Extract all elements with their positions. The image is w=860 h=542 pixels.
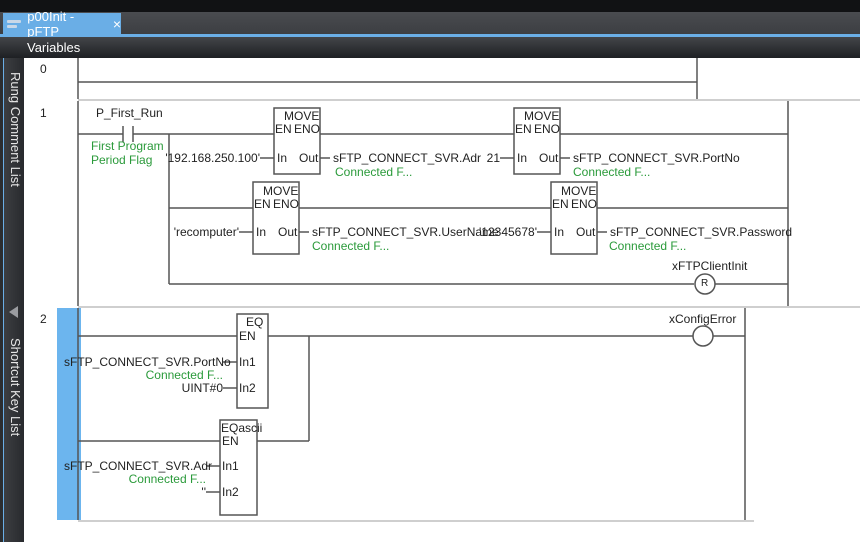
input-comment: Connected F... (128, 472, 206, 486)
block-name: MOVE (263, 184, 299, 198)
block-input[interactable]: sFTP_CONNECT_SVR.Adr (64, 459, 213, 473)
output-comment: Connected F... (573, 165, 651, 179)
output-comment: Connected F... (312, 239, 390, 253)
coil-variable[interactable]: xFTPClientInit (672, 259, 748, 273)
pin-in: In (277, 151, 288, 165)
block-name: EQascii (221, 421, 263, 435)
pin-eno: ENO (534, 122, 561, 136)
selected-rung-indicator (57, 308, 81, 520)
move-block-3 (252, 181, 300, 255)
tab-title: p00Init - pFTP (27, 9, 75, 39)
block-output[interactable]: sFTP_CONNECT_SVR.PortNo (573, 151, 740, 165)
pin-en: EN (239, 329, 256, 343)
rung-number[interactable]: 2 (40, 312, 47, 326)
coil-variable[interactable]: xConfigError (669, 312, 737, 326)
pin-in1: In1 (222, 459, 239, 473)
pin-in: In (554, 225, 565, 239)
block-name: MOVE (561, 184, 597, 198)
ladder-diagram (77, 58, 860, 522)
pin-en: EN (552, 197, 569, 211)
collapse-arrow-icon[interactable] (9, 306, 18, 318)
pin-in2: In2 (239, 381, 256, 395)
program-icon (7, 19, 22, 29)
block-input[interactable]: sFTP_CONNECT_SVR.PortNo (64, 355, 231, 369)
eqascii-block (219, 419, 258, 516)
move-block-2 (513, 107, 561, 175)
tab-accent-line (0, 34, 860, 37)
pin-in: In (517, 151, 528, 165)
input-comment: Connected F... (145, 368, 223, 382)
pin-out: Out (299, 151, 319, 165)
side-panel: Rung Comment List Shortcut Key List (3, 58, 25, 542)
pin-in: In (256, 225, 267, 239)
pin-eno: ENO (294, 122, 321, 136)
block-output[interactable]: sFTP_CONNECT_SVR.Adr (333, 151, 482, 165)
contact-variable[interactable]: P_First_Run (96, 106, 163, 120)
eq-block (236, 313, 269, 409)
pin-out: Out (576, 225, 596, 239)
pin-in1: In1 (239, 355, 256, 369)
pin-en: EN (222, 434, 239, 448)
tab-p00init[interactable]: p00Init - pFTP × (3, 9, 121, 39)
block-name: MOVE (524, 109, 560, 123)
pin-out: Out (539, 151, 559, 165)
contact-comment: First Program (91, 139, 164, 153)
move-block-4 (550, 181, 598, 255)
shortcut-key-list-tab[interactable]: Shortcut Key List (8, 338, 23, 437)
tab-strip (0, 12, 860, 34)
block-output[interactable]: sFTP_CONNECT_SVR.Password (610, 225, 793, 239)
pin-en: EN (275, 122, 292, 136)
block-name: EQ (246, 315, 264, 329)
ladder-editor-canvas[interactable]: 0 1 2 P_First_Run First Program Period F… (24, 58, 860, 542)
block-output[interactable]: sFTP_CONNECT_SVR.UserName (312, 225, 499, 239)
contact-comment: Period Flag (91, 153, 153, 167)
pin-en: EN (515, 122, 532, 136)
block-input[interactable]: '192.168.250.100' (165, 151, 260, 165)
rung-number[interactable]: 1 (40, 106, 47, 120)
variables-label: Variables (27, 40, 81, 55)
pin-out: Out (278, 225, 298, 239)
rung-number[interactable]: 0 (40, 62, 47, 76)
pin-in2: In2 (222, 485, 239, 499)
close-icon[interactable]: × (112, 16, 121, 32)
rung-comment-list-tab[interactable]: Rung Comment List (8, 72, 23, 187)
output-coil (692, 325, 714, 347)
output-comment: Connected F... (609, 239, 687, 253)
output-comment: Connected F... (335, 165, 413, 179)
block-input[interactable]: '12345678' (479, 225, 537, 239)
reset-coil-letter: R (701, 278, 709, 289)
move-block-1 (273, 107, 321, 175)
block-input[interactable]: 21 (486, 151, 500, 165)
block-input[interactable]: '' (201, 485, 206, 499)
block-name: MOVE (284, 109, 320, 123)
variables-bar[interactable]: Variables (0, 37, 860, 58)
block-input[interactable]: UINT#0 (181, 381, 223, 395)
pin-eno: ENO (273, 197, 300, 211)
pin-eno: ENO (571, 197, 598, 211)
pin-en: EN (254, 197, 271, 211)
block-input[interactable]: 'recomputer' (173, 225, 239, 239)
